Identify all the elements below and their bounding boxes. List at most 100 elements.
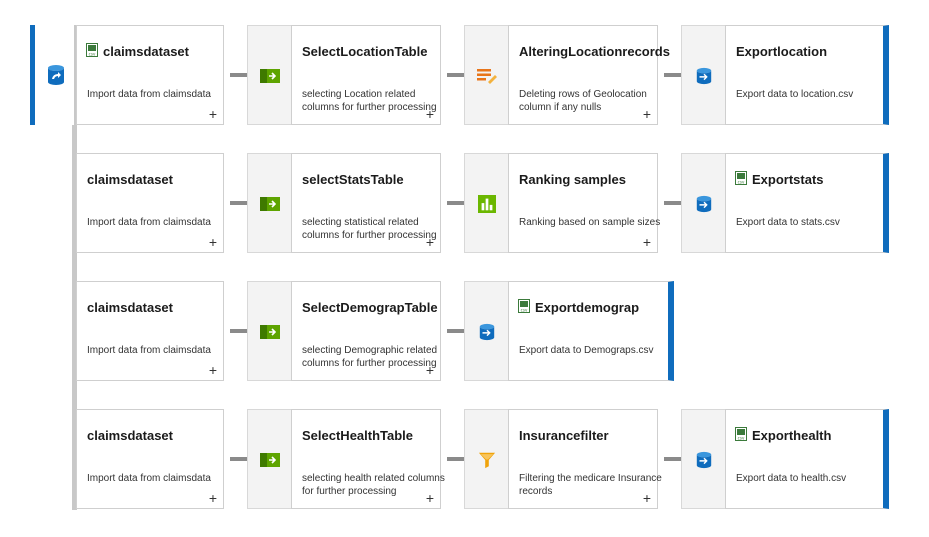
activity-title: SelectLocationTable bbox=[302, 44, 428, 59]
activity-description: Export data to Demograps.csv bbox=[519, 345, 654, 356]
select-icon-tile[interactable] bbox=[247, 409, 292, 509]
activity-title: Exportlocation bbox=[736, 44, 828, 59]
connector-line bbox=[230, 201, 256, 205]
edit-rows-icon bbox=[477, 69, 497, 84]
activity-title: Exportdemograp bbox=[535, 300, 640, 315]
activity-description: selecting Location related columns for f… bbox=[302, 89, 437, 113]
activity-title: Exporthealth bbox=[752, 428, 832, 443]
add-activity-button[interactable]: + bbox=[425, 490, 434, 506]
connector-line bbox=[664, 201, 690, 205]
svg-text:csv: csv bbox=[89, 52, 96, 57]
pipeline-row-stats: claimsdataset Import data from claimsdat… bbox=[0, 153, 929, 255]
source-activity[interactable]: claimsdataset Import data from claimsdat… bbox=[76, 153, 224, 253]
select-icon-tile[interactable] bbox=[247, 25, 292, 125]
activity-title: SelectDemograpTable bbox=[302, 300, 438, 315]
export-activity[interactable]: Exportlocation Export data to location.c… bbox=[725, 25, 889, 125]
pipeline-row-location: csv claimsdataset Import data from claim… bbox=[0, 25, 929, 127]
source-activity[interactable]: claimsdataset Import data from claimsdat… bbox=[76, 409, 224, 509]
connector-line bbox=[447, 457, 473, 461]
filter-activity[interactable]: Insurancefilter Filtering the medicare I… bbox=[508, 409, 662, 509]
export-database-icon bbox=[696, 451, 712, 469]
select-columns-icon bbox=[260, 325, 280, 339]
add-activity-button[interactable]: + bbox=[425, 234, 434, 250]
select-columns-icon bbox=[260, 197, 280, 211]
export-database-icon bbox=[696, 195, 712, 213]
add-activity-button[interactable]: + bbox=[208, 490, 217, 506]
activity-title: Insurancefilter bbox=[519, 428, 609, 443]
add-activity-button[interactable]: + bbox=[208, 234, 217, 250]
activity-description: Import data from claimsdata bbox=[87, 89, 211, 100]
activity-description: Export data to stats.csv bbox=[736, 217, 840, 228]
connector-line bbox=[447, 329, 473, 333]
export-icon-tile[interactable] bbox=[681, 25, 726, 125]
rank-icon-tile[interactable] bbox=[464, 153, 509, 253]
activity-description: Ranking based on sample sizes bbox=[519, 217, 661, 228]
svg-text:csv: csv bbox=[738, 180, 745, 185]
activity-description: Import data from claimsdata bbox=[87, 473, 211, 484]
activity-description: Export data to location.csv bbox=[736, 89, 854, 100]
connector-line bbox=[447, 201, 473, 205]
connector-line bbox=[230, 457, 256, 461]
source-activity[interactable]: claimsdataset Import data from claimsdat… bbox=[76, 281, 224, 381]
activity-description: Deleting rows of Geolocation column if a… bbox=[519, 89, 647, 113]
csv-file-icon: csv bbox=[86, 43, 98, 57]
add-activity-button[interactable]: + bbox=[425, 106, 434, 122]
pipeline-row-health: claimsdataset Import data from claimsdat… bbox=[0, 409, 929, 511]
select-activity[interactable]: SelectDemograpTable selecting Demographi… bbox=[291, 281, 441, 381]
filter-icon-tile[interactable] bbox=[464, 409, 509, 509]
select-columns-icon bbox=[260, 69, 280, 83]
filter-icon bbox=[478, 452, 496, 469]
svg-text:csv: csv bbox=[521, 308, 528, 313]
add-activity-button[interactable]: + bbox=[642, 106, 651, 122]
activity-title: Exportstats bbox=[752, 172, 824, 187]
export-icon-tile[interactable] bbox=[681, 153, 726, 253]
connector-line bbox=[664, 457, 690, 461]
source-activity[interactable]: csv claimsdataset Import data from claim… bbox=[76, 25, 224, 125]
rank-activity[interactable]: Ranking samples Ranking based on sample … bbox=[508, 153, 660, 253]
connector-line bbox=[230, 73, 256, 77]
csv-file-icon: csv bbox=[518, 299, 530, 313]
activity-description: selecting Demographic related columns fo… bbox=[302, 345, 438, 369]
select-activity[interactable]: selectStatsTable selecting statistical r… bbox=[291, 153, 441, 253]
export-database-icon bbox=[696, 67, 712, 85]
source-dataset-node[interactable] bbox=[30, 25, 74, 125]
add-activity-button[interactable]: + bbox=[208, 106, 217, 122]
select-icon-tile[interactable] bbox=[247, 281, 292, 381]
activity-title: claimsdataset bbox=[103, 44, 189, 59]
export-icon-tile[interactable] bbox=[464, 281, 509, 381]
csv-file-icon: csv bbox=[735, 171, 747, 185]
select-columns-icon bbox=[260, 453, 280, 467]
add-activity-button[interactable]: + bbox=[642, 234, 651, 250]
pipeline-row-demograp: claimsdataset Import data from claimsdat… bbox=[0, 281, 929, 383]
activity-description: Export data to health.csv bbox=[736, 473, 847, 484]
add-activity-button[interactable]: + bbox=[425, 362, 434, 378]
select-activity[interactable]: SelectLocationTable selecting Location r… bbox=[291, 25, 441, 125]
select-activity[interactable]: SelectHealthTable selecting health relat… bbox=[291, 409, 445, 509]
activity-description: selecting statistical related columns fo… bbox=[302, 217, 437, 241]
pipeline-trunk bbox=[72, 25, 77, 510]
activity-description: Filtering the medicare Insurance records bbox=[519, 473, 662, 497]
edit-icon-tile[interactable] bbox=[464, 25, 509, 125]
add-activity-button[interactable]: + bbox=[642, 490, 651, 506]
activity-description: Import data from claimsdata bbox=[87, 217, 211, 228]
csv-file-icon: csv bbox=[735, 427, 747, 441]
activity-title: claimsdataset bbox=[87, 300, 173, 315]
export-activity[interactable]: csv Exporthealth Export data to health.c… bbox=[725, 409, 889, 509]
activity-title: claimsdataset bbox=[87, 172, 173, 187]
edit-activity[interactable]: AlteringLocationrecords Deleting rows of… bbox=[508, 25, 670, 125]
activity-title: selectStatsTable bbox=[302, 172, 404, 187]
add-activity-button[interactable]: + bbox=[208, 362, 217, 378]
activity-title: Ranking samples bbox=[519, 172, 626, 187]
dataset-source-icon bbox=[48, 65, 64, 85]
connector-line bbox=[447, 73, 473, 77]
activity-title: claimsdataset bbox=[87, 428, 173, 443]
connector-line bbox=[664, 73, 690, 77]
svg-text:csv: csv bbox=[738, 436, 745, 441]
export-activity[interactable]: csv Exportdemograp Export data to Demogr… bbox=[508, 281, 674, 381]
export-icon-tile[interactable] bbox=[681, 409, 726, 509]
activity-title: AlteringLocationrecords bbox=[519, 44, 670, 59]
select-icon-tile[interactable] bbox=[247, 153, 292, 253]
export-database-icon bbox=[479, 323, 495, 341]
connector-line bbox=[230, 329, 256, 333]
export-activity[interactable]: csv Exportstats Export data to stats.csv bbox=[725, 153, 889, 253]
